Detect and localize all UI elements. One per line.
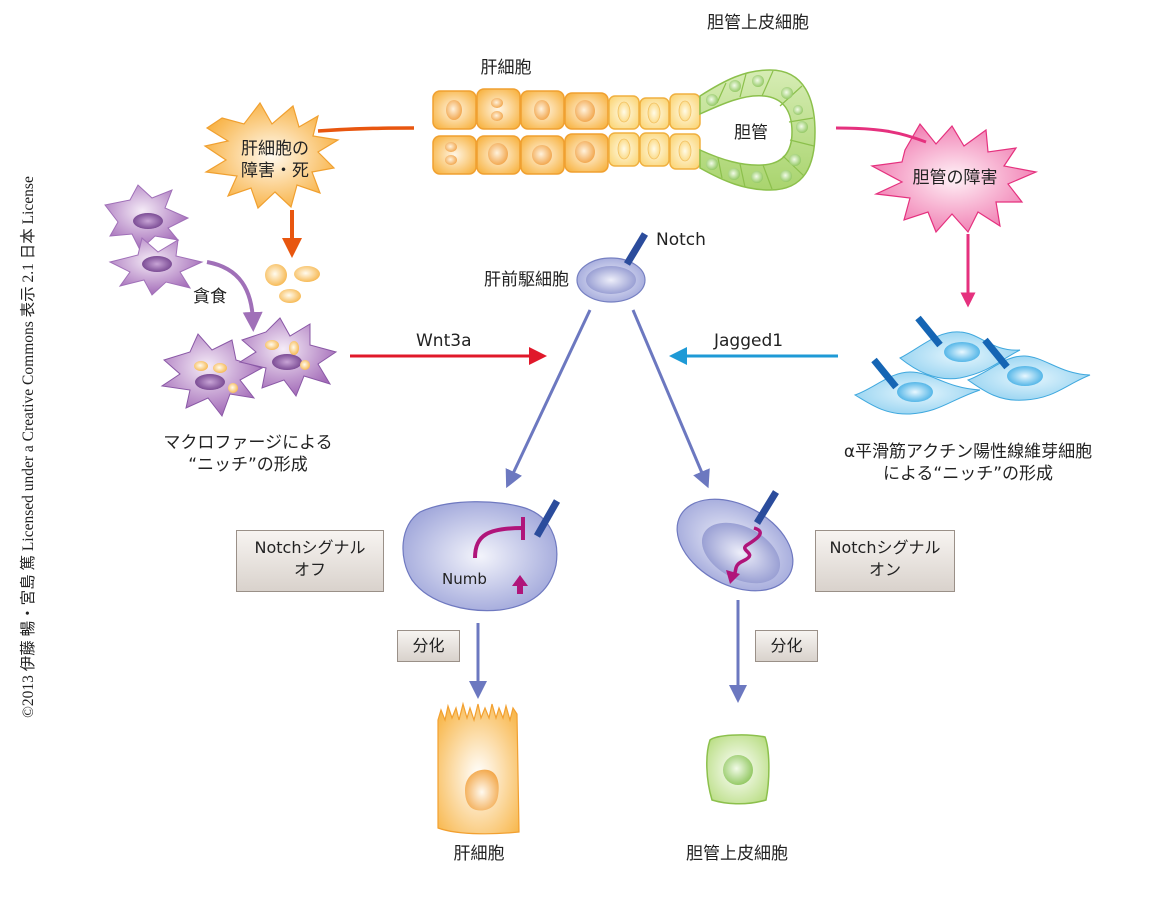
notch-receptor-icon bbox=[754, 490, 779, 525]
cell-debris bbox=[265, 264, 320, 303]
notch-on-box: Notchシグナル オン bbox=[815, 530, 955, 592]
jagged1-receptor-icons bbox=[871, 315, 1010, 390]
injury-link-line bbox=[317, 126, 415, 133]
notch-on-cell bbox=[676, 490, 794, 592]
notch-receptor-icon bbox=[623, 232, 649, 266]
label-progenitor: 肝前駆細胞 bbox=[484, 270, 569, 290]
up-arrow-icon bbox=[512, 575, 528, 594]
hepatocyte-row-top bbox=[432, 88, 701, 130]
label-numb: Numb bbox=[442, 570, 487, 588]
inhibition-curve-icon bbox=[473, 526, 524, 559]
arrow-to-notch-off bbox=[505, 309, 592, 489]
fibroblast-cells bbox=[853, 315, 1091, 415]
cholangiocyte-final bbox=[706, 734, 770, 805]
notch-off-box: Notchシグナル オフ bbox=[236, 530, 384, 592]
hepatocyte-final bbox=[437, 701, 520, 835]
notch-receptor-icon bbox=[533, 499, 561, 538]
label-wnt3a: Wnt3a bbox=[416, 331, 472, 351]
bile-duct-loop bbox=[699, 69, 816, 191]
differentiation-box-right: 分化 bbox=[755, 630, 818, 662]
hepatocyte-injury-burst bbox=[203, 101, 340, 210]
label-cholangiocyte-bottom: 胆管上皮細胞 bbox=[686, 844, 788, 864]
label-jagged1: Jagged1 bbox=[714, 331, 784, 351]
label-fibroblast-niche: α平滑筋アクチン陽性線維芽細胞 による“ニッチ”の形成 bbox=[843, 442, 1093, 484]
label-bile-duct: 胆管 bbox=[734, 123, 768, 143]
macrophage-activated-1 bbox=[160, 333, 264, 418]
copyright-notice: ©2013 伊藤 暢・宮島 篤 Licensed under a Creativ… bbox=[20, 176, 37, 718]
label-hepatocyte-injury: 肝細胞の 障害・死 bbox=[241, 139, 309, 181]
macrophage-activated-2 bbox=[238, 317, 338, 398]
macrophage-resting-2 bbox=[108, 237, 204, 296]
liver-plate bbox=[432, 69, 816, 191]
label-macrophage-niche: マクロファージによる “ニッチ”の形成 bbox=[163, 433, 333, 475]
label-cholangiocyte-top: 胆管上皮細胞 bbox=[707, 13, 809, 33]
macrophage-resting-1 bbox=[104, 184, 190, 251]
label-notch: Notch bbox=[656, 230, 706, 250]
progenitor-cell bbox=[576, 232, 649, 303]
arrow-to-notch-on bbox=[631, 309, 710, 489]
label-hepatocyte-top: 肝細胞 bbox=[480, 58, 532, 78]
notch-off-cell bbox=[402, 499, 561, 612]
differentiation-box-left: 分化 bbox=[397, 630, 460, 662]
label-hepatocyte-bottom: 肝細胞 bbox=[453, 844, 505, 864]
phagocytosis-arrow bbox=[206, 260, 263, 332]
label-bile-duct-injury: 胆管の障害 bbox=[912, 168, 998, 188]
label-phagocytosis: 貪食 bbox=[193, 287, 227, 307]
signal-zigzag-icon bbox=[731, 526, 762, 577]
hepatocyte-row-bottom bbox=[432, 132, 701, 175]
bile-duct-injury-burst bbox=[870, 122, 1039, 234]
bile-injury-link-line bbox=[835, 126, 927, 144]
